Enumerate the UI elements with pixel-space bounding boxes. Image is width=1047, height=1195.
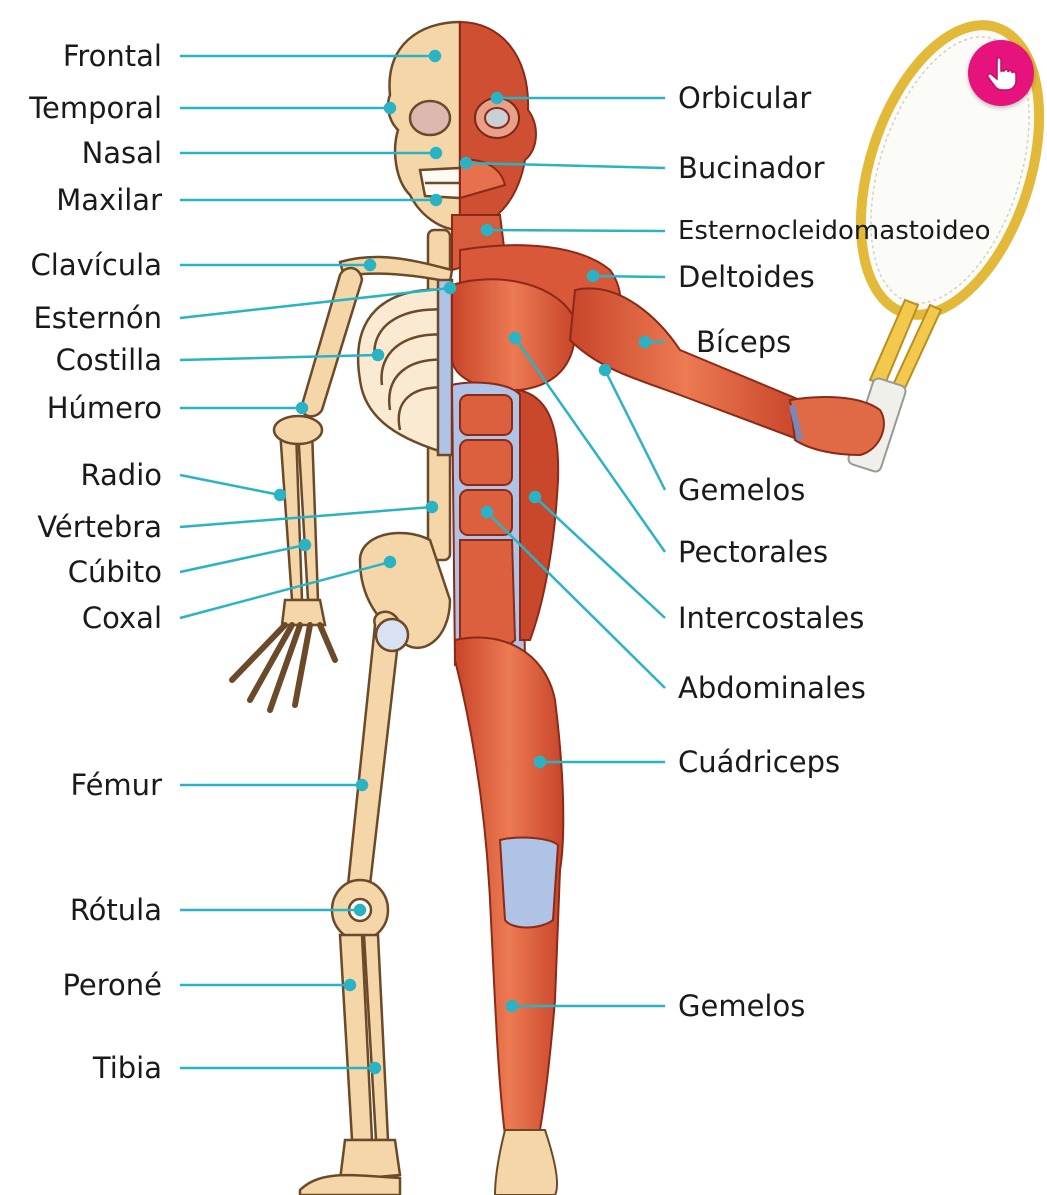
label-temporal: Temporal [29, 91, 162, 125]
label-vertebra: Vértebra [37, 510, 162, 544]
pointing-hand-icon [982, 54, 1020, 92]
label-esternocleidomastoideo: Esternocleidomastoideo [678, 214, 990, 248]
label-cuadriceps: Cuádriceps [678, 745, 840, 779]
label-maxilar: Maxilar [56, 183, 162, 217]
label-esternon: Esternón [33, 301, 162, 335]
label-tibia: Tibia [93, 1051, 162, 1085]
label-biceps: Bíceps [696, 325, 791, 359]
leader-cubito [180, 545, 305, 572]
label-frontal: Frontal [63, 39, 162, 73]
label-pectorales: Pectorales [678, 535, 828, 569]
label-abdominales: Abdominales [678, 671, 866, 705]
label-femur: Fémur [71, 768, 163, 802]
leader-radio [180, 475, 280, 495]
label-perone: Peroné [62, 968, 162, 1002]
interactive-button[interactable] [968, 40, 1034, 106]
leader-deltoides [593, 276, 665, 277]
leader-esternocleidomastoideo [487, 230, 665, 231]
leader-intercostales [535, 497, 665, 618]
label-humero: Húmero [47, 391, 162, 425]
label-gemelos-upper: Gemelos [678, 473, 805, 507]
label-deltoides: Deltoides [678, 260, 815, 294]
label-coxal: Coxal [82, 601, 162, 635]
skeleton [232, 22, 460, 1195]
label-nasal: Nasal [82, 136, 162, 170]
label-cubito: Cúbito [68, 555, 162, 589]
leader-gemelos-upper [605, 370, 665, 490]
label-gemelos-lower: Gemelos [678, 989, 805, 1023]
leader-costilla [180, 355, 378, 360]
label-clavicula: Clavícula [31, 248, 162, 282]
label-orbicular: Orbicular [678, 81, 811, 115]
label-costilla: Costilla [56, 343, 162, 377]
label-radio: Radio [81, 458, 163, 492]
label-bucinador: Bucinador [678, 151, 825, 185]
label-rotula: Rótula [70, 893, 162, 927]
label-intercostales: Intercostales [678, 601, 864, 635]
